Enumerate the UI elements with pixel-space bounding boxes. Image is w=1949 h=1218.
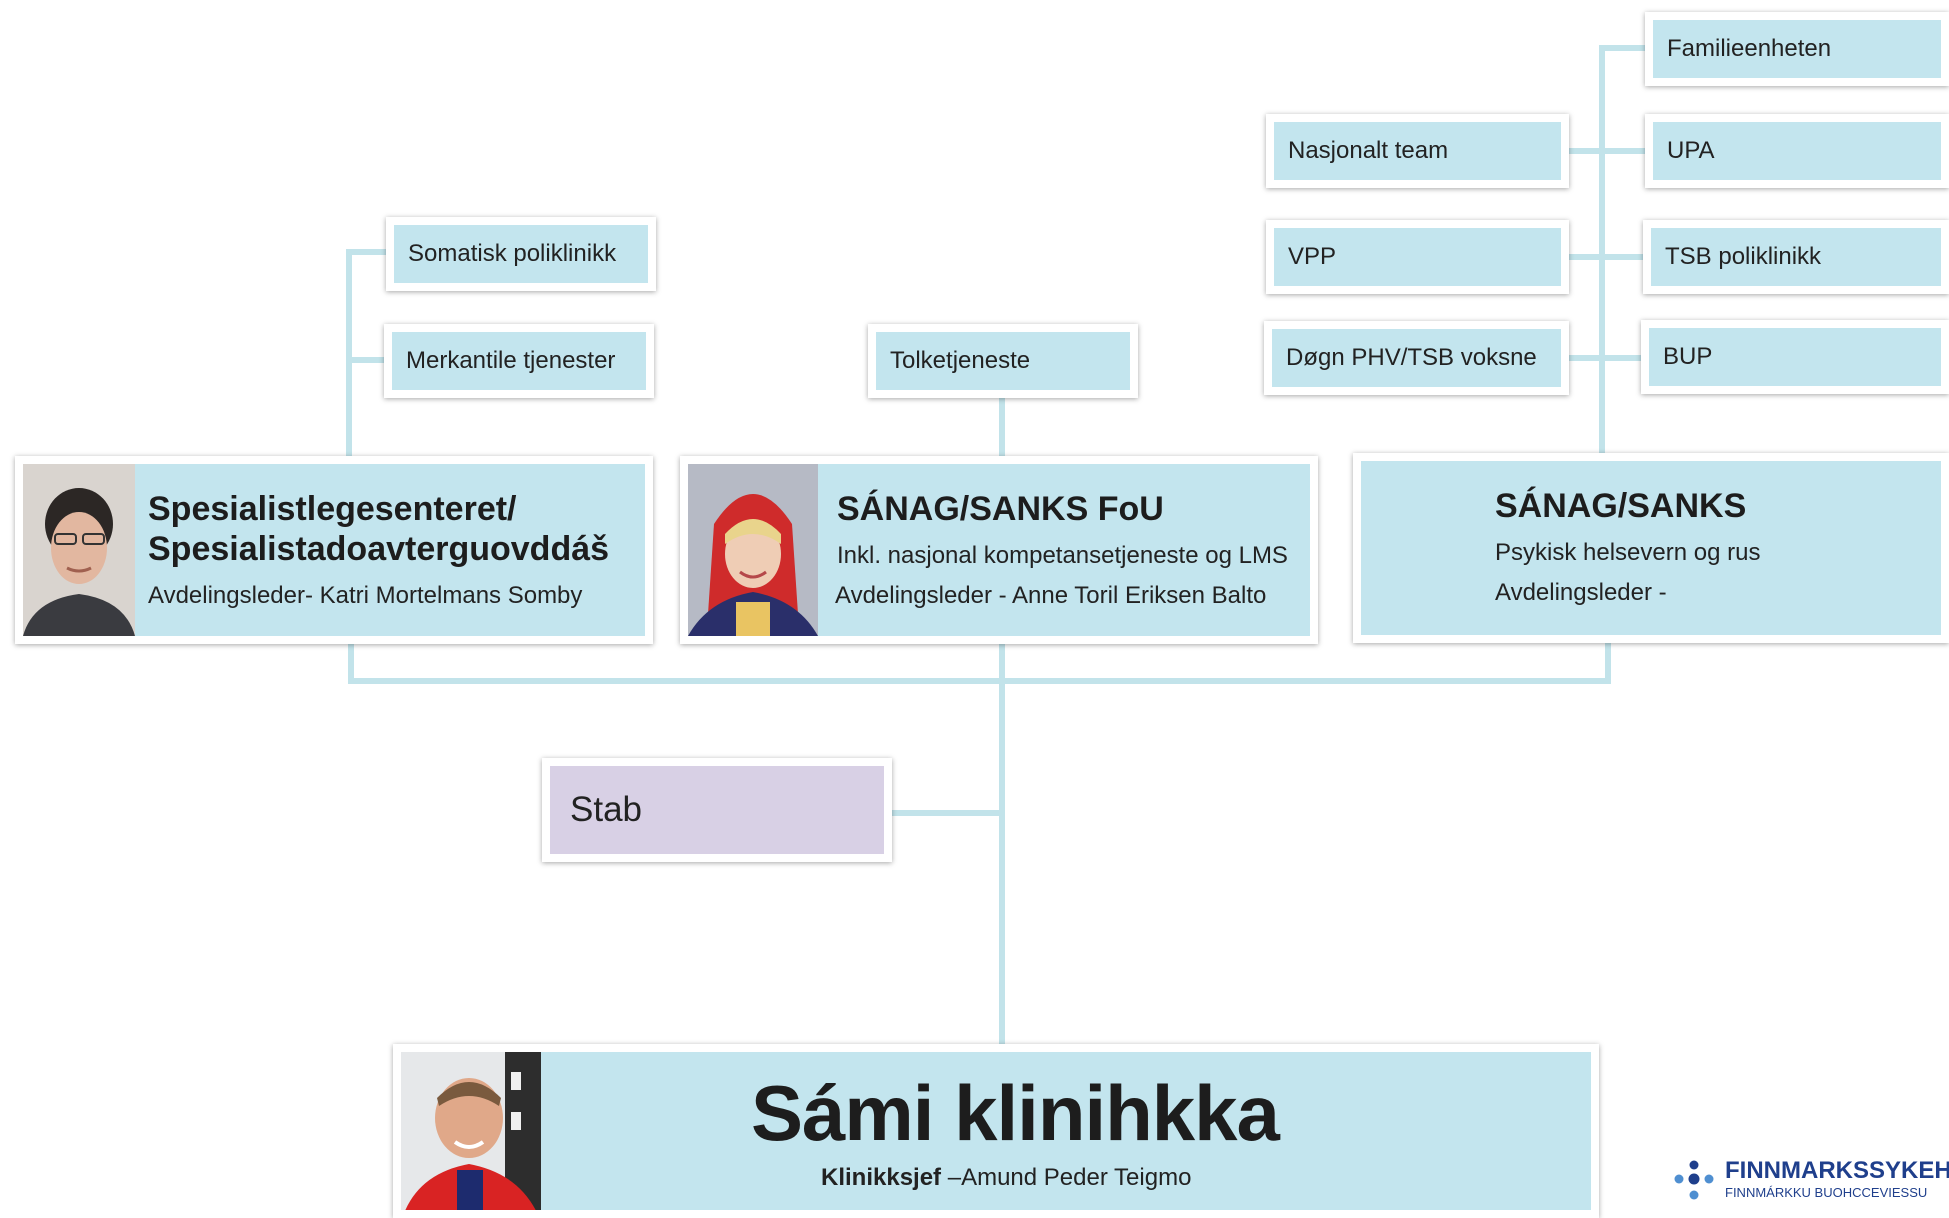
connector-main-vertical: [999, 392, 1005, 1045]
connector-right-drop: [1605, 630, 1611, 684]
dept-spesialist-leader: Avdelingsleder- Katri Mortelmans Somby: [148, 582, 583, 609]
dept-sanks-title: SÁNAG/SANKS: [1495, 487, 1747, 525]
unit-dogn-label: Døgn PHV/TSB voksne: [1286, 344, 1537, 371]
connector-familieenheten: [1599, 45, 1647, 51]
unit-vpp-label: VPP: [1288, 243, 1337, 270]
finnmarkssykehuset-logo: FINNMARKSSYKEHUSET FINNMÁRKKU BUOHCCEVIE…: [1671, 1157, 1949, 1218]
unit-upa-label: UPA: [1667, 137, 1715, 164]
unit-nasjonalt-team: Nasjonalt team: [1266, 114, 1569, 188]
unit-tolketjeneste: Tolketjeneste: [868, 324, 1138, 398]
unit-tsb-poliklinikk: TSB poliklinikk: [1643, 220, 1949, 294]
clinic-role-label: Klinikksjef: [821, 1164, 942, 1191]
unit-dogn: Døgn PHV/TSB voksne: [1264, 321, 1569, 395]
portrait-photo: [401, 1052, 541, 1210]
logo-dots-icon: [1674, 1160, 1714, 1200]
unit-merkantile-tjenester: Merkantile tjenester: [384, 324, 654, 398]
dept-spesialist-title-line1: Spesialistlegesenteret/: [148, 490, 517, 528]
connector-left-vertical: [346, 249, 352, 459]
portrait-photo: [688, 464, 818, 636]
dept-spesialist-title-line2: Spesialistadoavterguovddáš: [148, 530, 610, 568]
unit-familieenheten: Familieenheten: [1645, 12, 1949, 86]
unit-upa: UPA: [1645, 114, 1949, 188]
portrait-photo: [23, 464, 135, 636]
connector-stab: [890, 810, 1002, 816]
unit-somatisk-label: Somatisk poliklinikk: [408, 240, 617, 267]
unit-vpp: VPP: [1266, 220, 1569, 294]
connector-merkantile: [346, 357, 388, 363]
unit-bup-label: BUP: [1663, 343, 1713, 370]
stab-box: Stab: [542, 758, 892, 862]
dept-fou-leader: Avdelingsleder - Anne Toril Eriksen Balt…: [835, 582, 1267, 609]
dept-sanks-leader: Avdelingsleder -: [1495, 579, 1667, 606]
logo-name: FINNMARKSSYKEHUSET: [1725, 1157, 1949, 1184]
connector-upa-row: [1565, 148, 1647, 154]
stab-label: Stab: [570, 790, 642, 829]
unit-tolketjeneste-label: Tolketjeneste: [890, 347, 1031, 374]
clinic-manager-name: –Amund Peder Teigmo: [941, 1164, 1192, 1191]
unit-nasjonalt-team-label: Nasjonalt team: [1288, 137, 1449, 164]
clinic-box: Sámi klinihkka Klinikksjef –Amund Peder …: [393, 1044, 1599, 1218]
logo-subname: FINNMÁRKKU BUOHCCEVIESSU: [1725, 1185, 1928, 1200]
dept-sanks-subtitle: Psykisk helsevern og rus: [1495, 539, 1761, 566]
unit-familieenheten-label: Familieenheten: [1667, 35, 1832, 62]
connector-horizontal-bus: [348, 678, 1611, 684]
dept-sanks-fou: SÁNAG/SANKS FoU Inkl. nasjonal kompetans…: [680, 456, 1318, 644]
unit-tsb-poliklinikk-label: TSB poliklinikk: [1665, 243, 1822, 270]
dept-fou-title: SÁNAG/SANKS FoU: [837, 490, 1164, 528]
unit-somatisk-poliklinikk: Somatisk poliklinikk: [386, 217, 656, 291]
dept-fou-subtitle: Inkl. nasjonal kompetansetjeneste og LMS: [837, 542, 1288, 569]
clinic-title: Sámi klinihkka: [751, 1069, 1280, 1157]
clinic-manager: Klinikksjef –Amund Peder Teigmo: [821, 1164, 1191, 1192]
connector-left-drop: [348, 630, 354, 684]
dept-spesialistlegesenteret: Spesialistlegesenteret/ Spesialistadoavt…: [15, 456, 653, 644]
unit-merkantile-label: Merkantile tjenester: [406, 347, 616, 374]
connector-bup-row: [1565, 355, 1647, 361]
connector-right-vertical: [1599, 45, 1605, 453]
dept-sanks: SÁNAG/SANKS Psykisk helsevern og rus Avd…: [1353, 453, 1949, 643]
connector-somatisk: [346, 249, 388, 255]
unit-bup: BUP: [1641, 320, 1949, 394]
connector-tsb-row: [1565, 254, 1647, 260]
